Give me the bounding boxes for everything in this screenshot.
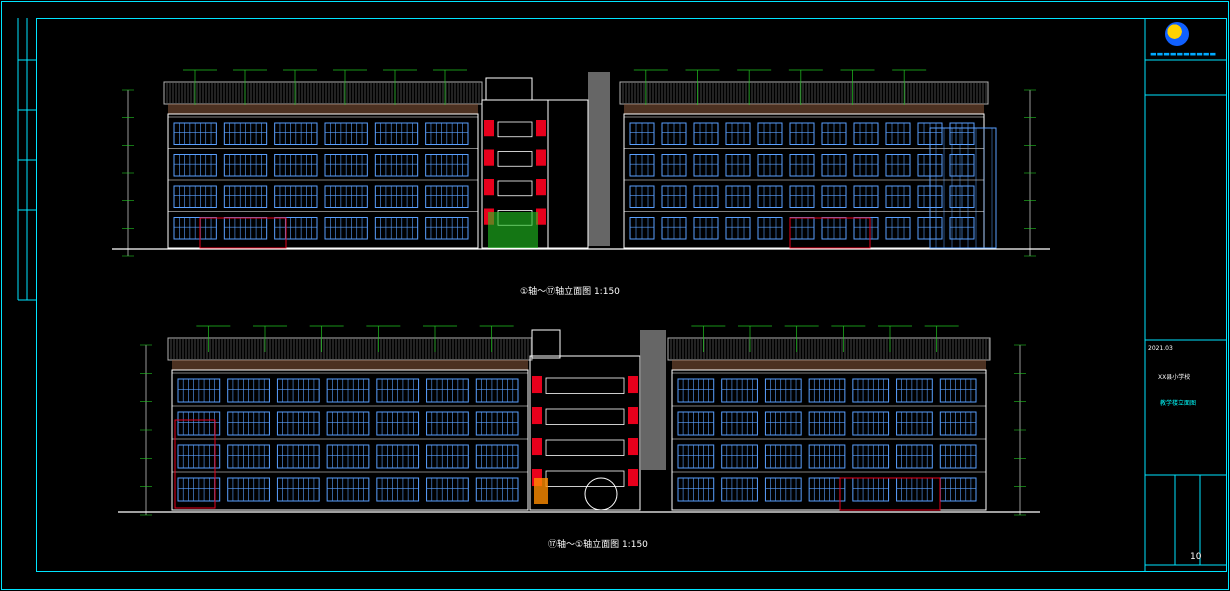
drawing-border	[36, 18, 1227, 572]
back-right-window	[852, 411, 890, 436]
back-right-window	[721, 411, 758, 436]
front-left-brick-band	[168, 104, 478, 114]
back-right-window	[677, 378, 715, 403]
back-red-panel	[532, 438, 542, 456]
front-tower-window	[497, 180, 533, 197]
back-red-panel	[532, 469, 542, 487]
back-elevation-title: ⑰轴～①轴立面图 1:150	[548, 537, 648, 550]
back-right-window	[808, 378, 846, 403]
back-red-panel	[532, 376, 542, 394]
back-stair-top	[531, 329, 561, 359]
back-right-window	[852, 378, 890, 403]
front-red-panel	[536, 179, 546, 196]
front-tower-window	[497, 151, 533, 167]
front-curtain-wall	[929, 127, 997, 249]
back-right-window	[677, 477, 715, 502]
front-red-door-zone	[789, 217, 871, 249]
title-block	[1144, 18, 1226, 571]
back-right-window	[939, 378, 977, 403]
back-right-window	[852, 444, 890, 469]
front-red-panel	[484, 179, 494, 196]
back-tower-window	[545, 470, 625, 487]
back-right-window	[939, 444, 977, 469]
back-tower-window	[545, 408, 625, 425]
back-round-entrance	[584, 477, 618, 511]
back-left-brick-band	[172, 360, 528, 370]
back-right-window	[808, 444, 846, 469]
front-left-facade	[167, 113, 479, 249]
back-right-window	[677, 411, 715, 436]
back-right-facade	[671, 369, 987, 511]
back-right-window	[721, 444, 758, 469]
back-right-window	[808, 477, 846, 502]
front-red-panel	[536, 120, 546, 137]
front-right-roof	[619, 81, 989, 105]
front-stone-column	[588, 72, 610, 246]
back-right-window	[808, 411, 846, 436]
back-elevation-scale: 1:150	[621, 540, 648, 550]
company-name-strip: ▬▬▬▬▬▬▬▬▬▬	[1150, 50, 1217, 58]
back-red-panel	[628, 376, 638, 394]
back-tower-window	[545, 377, 625, 394]
back-right-brick-band	[672, 360, 986, 370]
back-red-door-zone	[839, 477, 941, 511]
back-elevation-name: ⑰轴～①轴立面图	[548, 540, 620, 550]
back-red-panel	[628, 469, 638, 487]
front-planting	[488, 212, 538, 248]
back-right-window	[896, 378, 933, 403]
back-right-window	[764, 378, 802, 403]
back-red-panel	[628, 438, 638, 456]
front-red-panel	[484, 120, 494, 137]
front-elevation-scale: 1:150	[593, 287, 620, 297]
front-elevation	[112, 69, 1050, 257]
sheet-number: 10	[1190, 552, 1202, 562]
back-right-window	[939, 411, 977, 436]
drawing-name: 教学楼立面图	[1160, 400, 1197, 407]
front-tower-window	[497, 121, 533, 138]
binding-strip	[17, 18, 36, 301]
front-entrance-block	[547, 99, 589, 249]
back-entrance-decor	[534, 478, 548, 504]
front-red-panel	[536, 149, 546, 166]
project-name: XX县小学校	[1158, 374, 1191, 381]
back-right-window	[721, 378, 758, 403]
back-right-window	[764, 477, 802, 502]
front-red-panel	[484, 149, 494, 166]
back-red-door-zone	[174, 419, 216, 509]
front-right-brick-band	[624, 104, 984, 114]
back-right-window	[896, 444, 933, 469]
back-right-window	[896, 411, 933, 436]
front-stair-top	[485, 77, 533, 101]
front-red-panel	[536, 208, 546, 225]
back-right-window	[764, 411, 802, 436]
front-elevation-title: ①轴～⑰轴立面图 1:150	[520, 284, 620, 297]
back-elevation	[118, 325, 1040, 516]
back-right-window	[764, 444, 802, 469]
company-logo	[1165, 22, 1189, 46]
back-red-panel	[628, 407, 638, 425]
back-right-roof	[667, 337, 991, 361]
front-elevation-name: ①轴～⑰轴立面图	[520, 287, 592, 297]
back-left-roof	[167, 337, 533, 361]
back-left-facade	[171, 369, 529, 511]
back-red-panel	[532, 407, 542, 425]
front-red-door-zone	[199, 217, 287, 249]
back-stone-column	[640, 330, 666, 470]
back-right-window	[721, 477, 758, 502]
back-tower-window	[545, 439, 625, 456]
date-code: 2021.03	[1148, 345, 1173, 352]
back-right-window	[677, 444, 715, 469]
